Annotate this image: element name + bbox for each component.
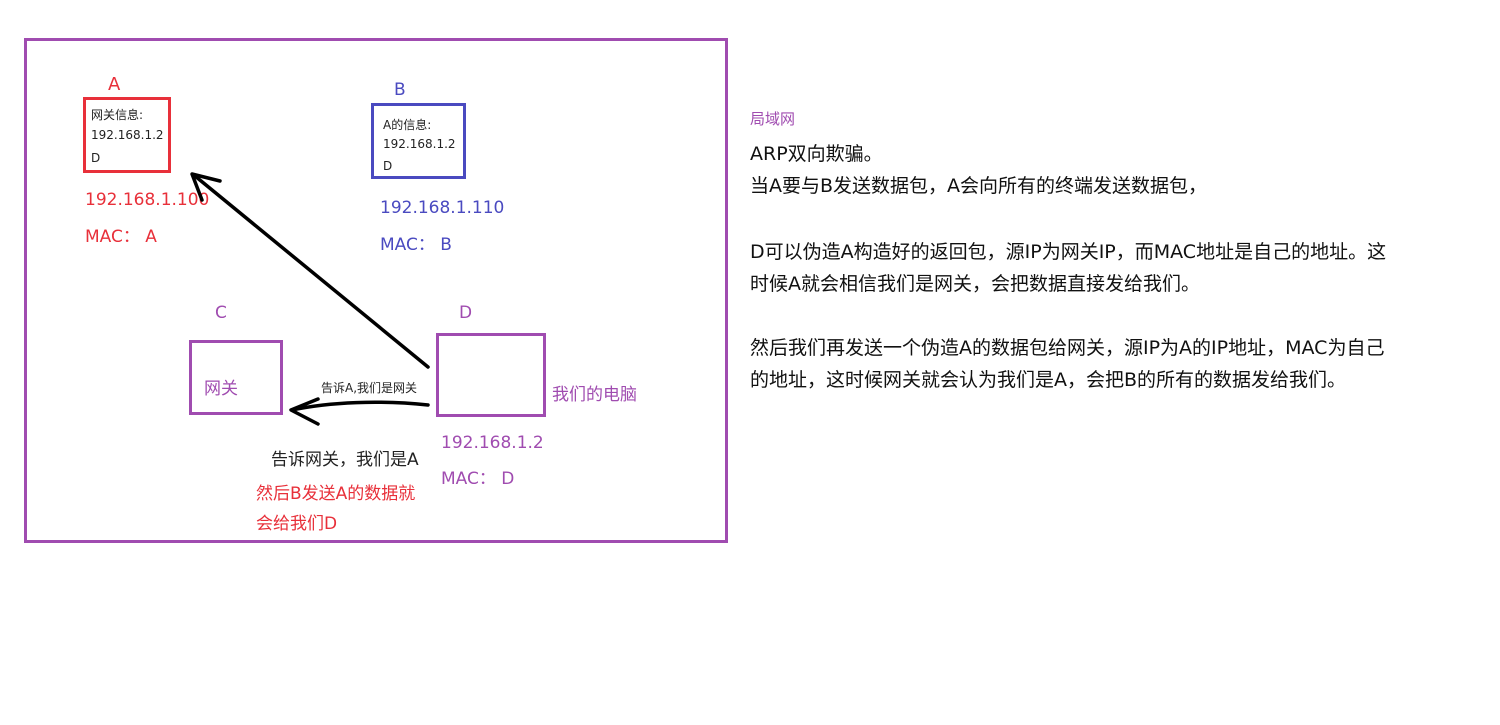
arrow-d-to-a-line bbox=[193, 174, 430, 369]
node-a-info-line-2: 192.168.1.2 bbox=[91, 128, 164, 142]
notes-para-3-line-1: 然后我们再发送一个伪造A的数据包给网关，源IP为A的IP地址，MAC为自己 bbox=[750, 337, 1385, 359]
notes-para-2-line-2: 时候A就会相信我们是网关，会把数据直接发给我们。 bbox=[750, 273, 1200, 295]
node-b-title: B bbox=[394, 80, 406, 100]
node-d-title: D bbox=[459, 303, 473, 323]
node-b-info-line-2: 192.168.1.2 bbox=[383, 137, 456, 151]
node-a-mac: MAC： A bbox=[85, 227, 157, 247]
node-b-mac: MAC： B bbox=[380, 235, 452, 255]
node-b-ip: 192.168.1.110 bbox=[380, 198, 505, 218]
arrow-to-gateway-label: 告诉A,我们是网关 bbox=[321, 381, 418, 395]
node-d-box bbox=[436, 333, 546, 417]
node-b-info-line-1: A的信息: bbox=[383, 118, 432, 132]
notes-para-2-line-1: D可以伪造A构造好的返回包，源IP为网关IP，而MAC地址是自己的地址。这 bbox=[750, 241, 1387, 263]
red-note-line-2: 会给我们D bbox=[256, 514, 338, 534]
node-a-title: A bbox=[108, 74, 121, 95]
lan-diagram-frame bbox=[24, 38, 728, 543]
arrow-d-to-a-head bbox=[190, 172, 222, 202]
arrow-d-to-c-line bbox=[290, 400, 430, 412]
notes-heading: 局域网 bbox=[750, 110, 796, 128]
node-d-ip: 192.168.1.2 bbox=[441, 433, 544, 453]
notes-para-3-line-2: 的地址，这时候网关就会认为我们是A，会把B的所有的数据发给我们。 bbox=[750, 369, 1347, 391]
arrow-d-to-c-head bbox=[289, 397, 320, 426]
node-c-box: 网关 bbox=[189, 340, 283, 415]
red-note-line-1: 然后B发送A的数据就 bbox=[256, 484, 416, 504]
arrow-to-a-caption: 告诉网关，我们是A bbox=[271, 450, 419, 470]
notes-panel: 局域网 ARP双向欺骗。 当A要与B发送数据包，A会向所有的终端发送数据包， D… bbox=[750, 108, 1480, 396]
notes-para-1: 当A要与B发送数据包，A会向所有的终端发送数据包， bbox=[750, 175, 1208, 197]
node-c-label: 网关 bbox=[204, 379, 238, 399]
node-c-title: C bbox=[215, 303, 227, 323]
node-b-box: A的信息: 192.168.1.2 D bbox=[371, 103, 466, 179]
notes-title: ARP双向欺骗。 bbox=[750, 143, 883, 165]
node-b-info-line-3: D bbox=[383, 159, 393, 173]
node-a-box: 网关信息: 192.168.1.2 D bbox=[83, 97, 171, 173]
node-d-mac: MAC： D bbox=[441, 469, 515, 489]
node-a-info-line-1: 网关信息: bbox=[91, 108, 144, 122]
node-d-label: 我们的电脑 bbox=[552, 385, 637, 405]
node-a-ip: 192.168.1.100 bbox=[85, 190, 210, 210]
node-a-info-line-3: D bbox=[91, 151, 101, 165]
